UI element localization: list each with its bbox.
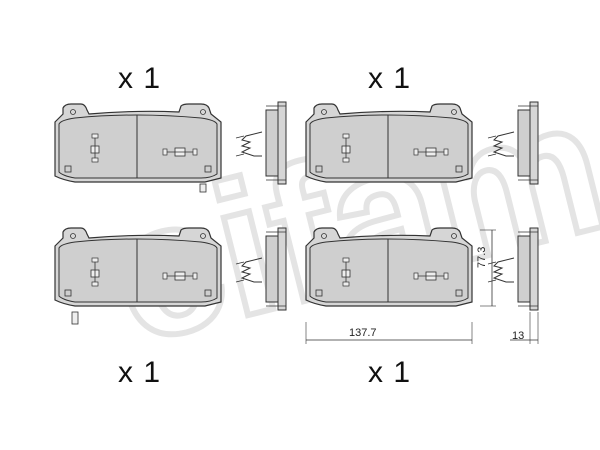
thickness-dimension: [510, 312, 539, 344]
wear-sensor-tab: [199, 183, 207, 193]
quantity-label-top-left: x 1: [118, 62, 162, 95]
pad-front-top-right: [305, 103, 473, 183]
height-dimension-label: 77.3: [476, 246, 488, 268]
quantity-label-bottom-left: x 1: [118, 356, 162, 389]
height-dimension: [480, 229, 496, 307]
pad-front-bottom-left: [54, 227, 222, 307]
pad-front-top-left: [54, 103, 222, 183]
width-dimension: [305, 322, 473, 344]
thickness-dimension-label: 13: [512, 330, 525, 342]
width-dimension-label: 137.7: [349, 327, 377, 339]
wear-sensor-tab: [71, 311, 79, 325]
quantity-label-bottom-right: x 1: [368, 356, 412, 389]
pad-front-bottom-right: [305, 227, 473, 307]
quantity-label-top-right: x 1: [368, 62, 412, 95]
